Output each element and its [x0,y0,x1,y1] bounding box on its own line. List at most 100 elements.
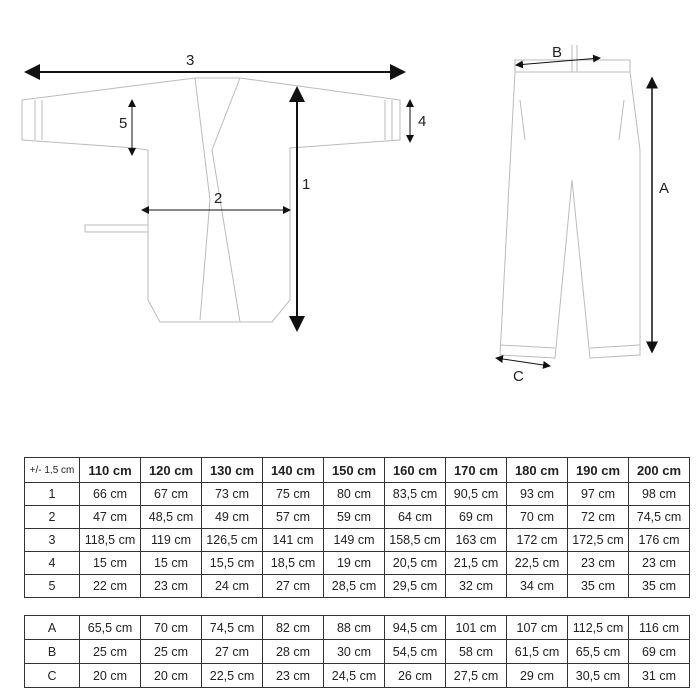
table-cell: 23 cm [140,574,202,598]
label-1: 1 [302,176,311,193]
label-5: 5 [119,115,128,132]
table-cell: 112,5 cm [567,615,629,640]
table-cell: 28 cm [262,639,324,664]
table-cell: 22,5 cm [506,551,568,575]
table-cell: 29 cm [506,663,568,688]
label-a: A [659,180,670,197]
arrow-c [495,355,551,369]
size-header: 200 cm [628,457,690,483]
table-cell: 27 cm [201,639,263,664]
table-cell: 59 cm [323,505,385,529]
table-cell: 172,5 cm [567,528,629,552]
size-header: 160 cm [384,457,446,483]
table-cell: 27,5 cm [445,663,507,688]
table-cell: 141 cm [262,528,324,552]
table-cell: 34 cm [506,574,568,598]
table-cell: 172 cm [506,528,568,552]
arrow-b [515,54,601,69]
row-label: 1 [24,482,80,506]
table-cell: 54,5 cm [384,639,446,664]
table-cell: 74,5 cm [628,505,690,529]
size-header: 110 cm [79,457,141,483]
row-label: C [24,663,80,688]
table-cell: 67 cm [140,482,202,506]
table-cell: 35 cm [628,574,690,598]
table-cell: 22 cm [79,574,141,598]
row-label: A [24,615,80,640]
table-cell: 69 cm [628,639,690,664]
measurement-arrows [24,54,658,369]
size-header: 140 cm [262,457,324,483]
size-header: 170 cm [445,457,507,483]
table-cell: 29,5 cm [384,574,446,598]
garment-diagram [21,45,658,369]
size-header: 130 cm [201,457,263,483]
size-header: 150 cm [323,457,385,483]
table-cell: 118,5 cm [79,528,141,552]
table-cell: 126,5 cm [201,528,263,552]
table-cell: 98 cm [628,482,690,506]
table-cell: 93 cm [506,482,568,506]
table-cell: 61,5 cm [506,639,568,664]
table-cell: 158,5 cm [384,528,446,552]
table-cell: 26 cm [384,663,446,688]
table-cell: 70 cm [140,615,202,640]
table-cell: 15 cm [79,551,141,575]
table-cell: 66 cm [79,482,141,506]
table-cell: 20 cm [79,663,141,688]
table-cell: 23 cm [262,663,324,688]
jacket-outline [21,77,401,323]
label-b: B [552,44,563,61]
table-cell: 57 cm [262,505,324,529]
table-cell: 73 cm [201,482,263,506]
label-4: 4 [418,113,427,130]
label-2: 2 [214,190,223,207]
table-cell: 23 cm [628,551,690,575]
table-cell: 94,5 cm [384,615,446,640]
tolerance-cell: +/- 1,5 cm [24,457,80,483]
table-cell: 48,5 cm [140,505,202,529]
table-cell: 70 cm [506,505,568,529]
table-cell: 90,5 cm [445,482,507,506]
table-cell: 163 cm [445,528,507,552]
row-label: 2 [24,505,80,529]
table-cell: 80 cm [323,482,385,506]
table-cell: 74,5 cm [201,615,263,640]
label-c: C [513,368,524,385]
table-cell: 28,5 cm [323,574,385,598]
table-cell: 65,5 cm [79,615,141,640]
table-cell: 15,5 cm [201,551,263,575]
row-label: B [24,639,80,664]
table-cell: 24 cm [201,574,263,598]
row-label: 3 [24,528,80,552]
size-header: 190 cm [567,457,629,483]
table-cell: 30,5 cm [567,663,629,688]
table-cell: 24,5 cm [323,663,385,688]
table-cell: 83,5 cm [384,482,446,506]
table-cell: 21,5 cm [445,551,507,575]
table-cell: 25 cm [79,639,141,664]
table-cell: 119 cm [140,528,202,552]
table-cell: 47 cm [79,505,141,529]
table-cell: 107 cm [506,615,568,640]
table-cell: 35 cm [567,574,629,598]
table-cell: 72 cm [567,505,629,529]
table-cell: 19 cm [323,551,385,575]
table-cell: 149 cm [323,528,385,552]
table-cell: 20,5 cm [384,551,446,575]
row-label: 4 [24,551,80,575]
table-cell: 176 cm [628,528,690,552]
table-cell: 69 cm [445,505,507,529]
table-cell: 58 cm [445,639,507,664]
table-cell: 18,5 cm [262,551,324,575]
table-cell: 116 cm [628,615,690,640]
